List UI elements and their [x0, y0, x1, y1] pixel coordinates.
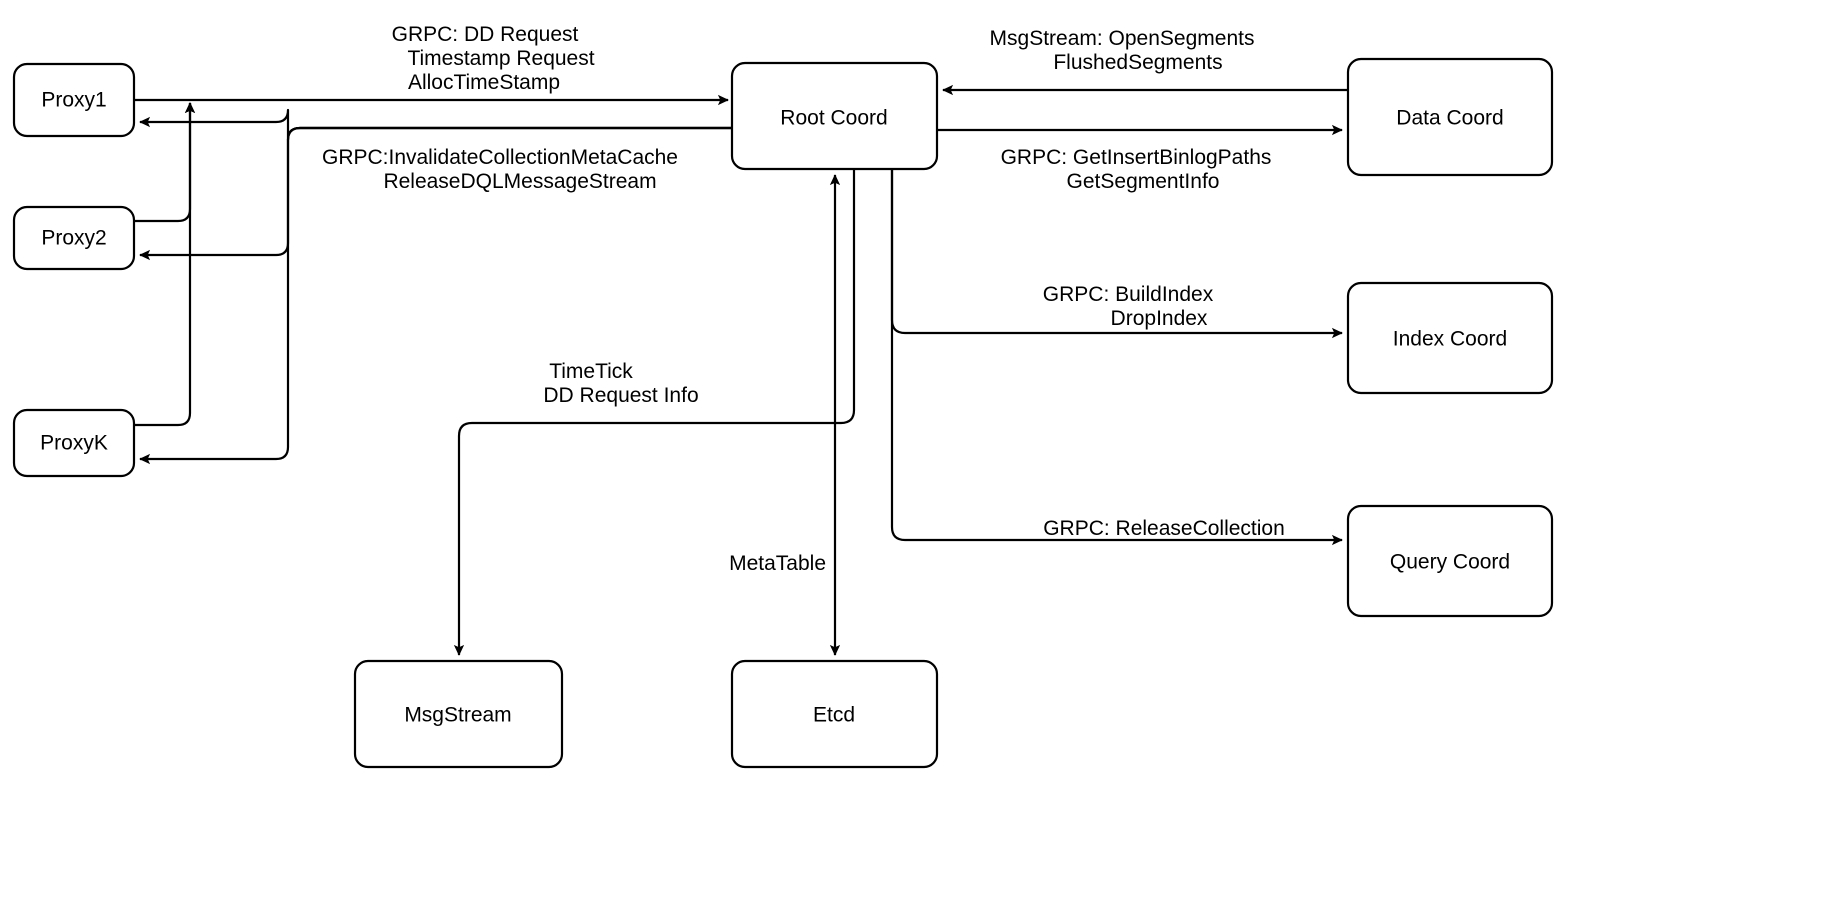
edge-label-line: TimeTick — [549, 360, 633, 383]
edge-labels-layer: GRPC: DD Request Timestamp Request Alloc… — [322, 23, 1285, 575]
edge-label-root-to-proxy: GRPC:InvalidateCollectionMetaCache Relea… — [322, 146, 678, 193]
edge-proxyk-to-rootcoord — [134, 102, 196, 427]
node-label-datacoord: Data Coord — [1396, 107, 1503, 130]
edge-label-line: MsgStream: OpenSegments — [990, 27, 1255, 50]
edge-label-root-to-data: GRPC: GetInsertBinlogPaths GetSegmentInf… — [1001, 146, 1272, 193]
edge-label-line: Timestamp Request — [407, 47, 594, 70]
edge-label-line: GetSegmentInfo — [1067, 170, 1220, 193]
node-proxy2[interactable]: Proxy2 — [12, 205, 136, 271]
edge-label-proxy-to-root: GRPC: DD Request Timestamp Request Alloc… — [392, 23, 595, 94]
node-label-proxy2: Proxy2 — [41, 227, 106, 250]
edge-rootcoord-to-querycoord — [890, 169, 1343, 546]
edge-label-data-to-root: MsgStream: OpenSegments FlushedSegments — [990, 27, 1255, 74]
node-label-querycoord: Query Coord — [1390, 551, 1510, 574]
edge-label-line: MetaTable — [729, 552, 826, 575]
edge-label-line: GRPC: GetInsertBinlogPaths — [1001, 146, 1272, 169]
edge-label-line: GRPC:InvalidateCollectionMetaCache — [322, 146, 678, 169]
edge-rootcoord-to-proxyk — [139, 126, 732, 465]
node-label-indexcoord: Index Coord — [1393, 328, 1507, 351]
edge-label-line: GRPC: ReleaseCollection — [1043, 517, 1285, 540]
node-proxyk[interactable]: ProxyK — [12, 408, 136, 478]
edge-label-line: FlushedSegments — [1053, 51, 1222, 74]
node-label-etcd: Etcd — [813, 704, 855, 727]
edge-label-root-to-etcd: MetaTable — [729, 552, 826, 575]
edge-label-line: AllocTimeStamp — [408, 71, 560, 94]
edge-rootcoord-to-msgstream — [453, 169, 856, 656]
edge-label-root-to-query: GRPC: ReleaseCollection — [1043, 517, 1285, 540]
node-label-rootcoord: Root Coord — [780, 107, 887, 130]
edge-label-line: DropIndex — [1111, 307, 1208, 330]
edges-layer — [134, 84, 1348, 656]
edge-rootcoord-to-proxy1 — [139, 108, 732, 142]
edge-label-line: GRPC: DD Request — [392, 23, 579, 46]
edge-label-root-to-index: GRPC: BuildIndex DropIndex — [1043, 283, 1214, 330]
node-indexcoord[interactable]: Index Coord — [1346, 281, 1554, 395]
node-etcd[interactable]: Etcd — [730, 659, 939, 769]
node-label-proxyk: ProxyK — [40, 432, 108, 455]
edge-label-root-to-msgstream: TimeTick DD Request Info — [543, 360, 698, 407]
edge-label-line: ReleaseDQLMessageStream — [383, 170, 656, 193]
node-datacoord[interactable]: Data Coord — [1346, 57, 1554, 177]
edge-label-line: GRPC: BuildIndex — [1043, 283, 1214, 306]
node-label-msgstream: MsgStream — [404, 704, 511, 727]
node-proxy1[interactable]: Proxy1 — [12, 62, 136, 138]
nodes-layer: Proxy1 Proxy2 ProxyK Root Coord Data Coo… — [12, 57, 1554, 769]
node-msgstream[interactable]: MsgStream — [353, 659, 564, 769]
node-querycoord[interactable]: Query Coord — [1346, 504, 1554, 618]
node-rootcoord[interactable]: Root Coord — [730, 61, 939, 171]
edge-label-line: DD Request Info — [543, 384, 698, 407]
node-label-proxy1: Proxy1 — [41, 89, 106, 112]
edge-proxy2-to-rootcoord — [134, 102, 196, 223]
